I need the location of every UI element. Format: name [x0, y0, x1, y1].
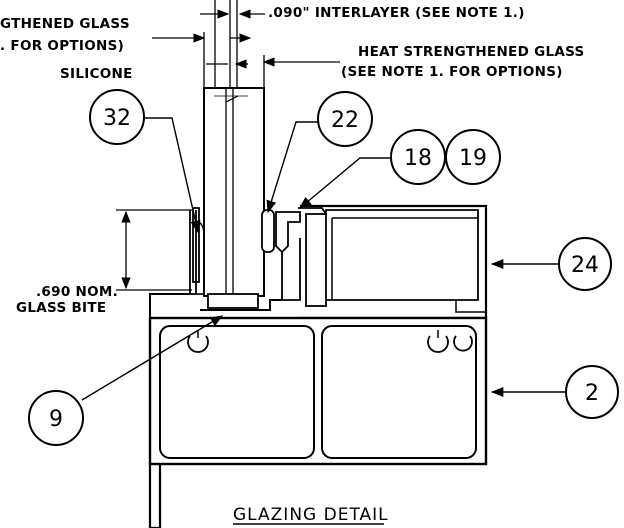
laminated-glass — [203, 87, 265, 297]
drawing-title: GLAZING DETAIL — [233, 505, 389, 525]
label-glass-bite-1: .690 NOM. — [36, 284, 118, 300]
callout-2: 2 — [565, 365, 619, 419]
glazing-stop — [275, 207, 328, 301]
callout-9-number: 9 — [49, 407, 63, 432]
callout-32-number: 32 — [103, 106, 131, 131]
label-glass-right: HEAT STRENGTHENED GLASS — [358, 44, 585, 60]
setting-block — [207, 293, 259, 309]
label-glass-bite-2: GLASS BITE — [16, 300, 106, 316]
callout-22-number: 22 — [331, 108, 359, 133]
top-frame-tube — [300, 204, 488, 320]
callout-24-number: 24 — [571, 253, 599, 278]
callout-24: 24 — [558, 237, 612, 291]
callout-32: 32 — [89, 89, 145, 145]
callout-22: 22 — [317, 91, 373, 147]
label-glass-left-note: . FOR OPTIONS) — [0, 38, 124, 54]
glass-bite-dimension — [116, 209, 192, 291]
label-glass-left: GTHENED GLASS — [0, 16, 130, 32]
interlayer-dimension — [200, 0, 265, 90]
mullion-flange — [148, 464, 162, 528]
callout-2-number: 2 — [585, 381, 599, 406]
gasket-right — [261, 209, 275, 253]
glass-left-leader — [152, 32, 252, 90]
callout-18: 18 — [390, 129, 446, 185]
callout-19-number: 19 — [459, 146, 487, 171]
callout-18-number: 18 — [404, 146, 432, 171]
label-glass-right-note: (SEE NOTE 1. FOR OPTIONS) — [341, 64, 563, 80]
callout-9: 9 — [28, 390, 84, 446]
glazing-pocket — [149, 210, 282, 318]
label-silicone: SILICONE — [60, 66, 133, 82]
callout-leaders — [81, 117, 566, 401]
main-mullion — [148, 316, 488, 466]
callout-19: 19 — [445, 129, 501, 185]
label-interlayer: .090" INTERLAYER (SEE NOTE 1.) — [268, 5, 525, 21]
